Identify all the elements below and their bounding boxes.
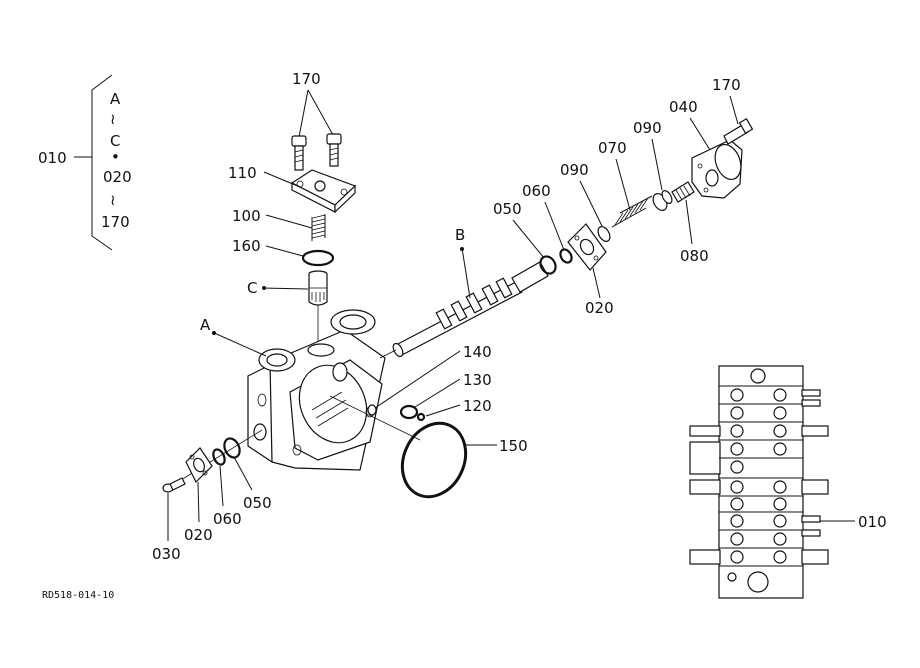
top-cover-assembly: 170 110 100 160 [228, 70, 357, 348]
legend-dot: • [111, 148, 120, 166]
sleeve-C [308, 270, 328, 306]
spring-100 [311, 214, 326, 241]
label-130: 130 [463, 371, 492, 389]
label-120: 120 [463, 397, 492, 415]
label-150: 150 [499, 437, 528, 455]
spool-B [379, 261, 549, 359]
label-060-bottom: 060 [213, 510, 242, 528]
legend-A: A [110, 90, 121, 108]
valve-stack-overview [689, 365, 829, 599]
assembly-bracket-legend: A ≀ C • 020 ≀ 170 010 [38, 74, 132, 251]
bolt-170-a [291, 135, 307, 171]
o-ring-050-bottom [223, 437, 241, 459]
washer-060-top [559, 248, 573, 264]
o-ring-160 [301, 249, 335, 267]
legend-tilde-1: ≀ [110, 110, 116, 128]
label-020-right: 020 [585, 299, 614, 317]
legend-tilde-2: ≀ [110, 191, 116, 209]
label-010-left: 010 [38, 149, 67, 167]
label-170-right: 170 [712, 76, 741, 94]
label-170-top: 170 [292, 70, 321, 88]
stopper-080 [671, 181, 695, 203]
bolt-170-b [326, 133, 342, 167]
valve-body-A [247, 309, 386, 471]
label-160: 160 [232, 237, 261, 255]
drawing-code: RD518-014-10 [42, 590, 114, 601]
label-140: 140 [463, 343, 492, 361]
label-070: 070 [598, 139, 627, 157]
label-B: B [455, 226, 465, 244]
label-040: 040 [669, 98, 698, 116]
seat-090-right [652, 190, 673, 211]
label-050-top: 050 [493, 200, 522, 218]
label-C: C [247, 279, 257, 297]
label-050-bottom: 050 [243, 494, 272, 512]
bracket-line [91, 74, 113, 251]
label-110: 110 [228, 164, 257, 182]
legend-170: 170 [101, 213, 130, 231]
ball-120 [416, 412, 426, 422]
spring-070 [611, 195, 653, 228]
screw-030 [162, 477, 186, 493]
label-100: 100 [232, 207, 261, 225]
legend-020: 020 [103, 168, 132, 186]
label-090-right: 090 [633, 119, 662, 137]
flange-020-right [567, 223, 607, 271]
cap-040 [691, 139, 743, 199]
o-ring-150 [400, 421, 468, 499]
label-030: 030 [152, 545, 181, 563]
washer-060-bottom [212, 448, 226, 466]
seat-090-left [597, 226, 611, 242]
flange-020-bottom [185, 447, 213, 484]
bolt-170-right [723, 117, 754, 145]
label-080: 080 [680, 247, 709, 265]
label-020-bottom: 020 [184, 526, 213, 544]
label-060-top: 060 [522, 182, 551, 200]
label-090-left: 090 [560, 161, 589, 179]
legend-C: C [110, 132, 120, 150]
label-A: A [200, 316, 211, 334]
label-010-right: 010 [858, 513, 887, 531]
o-ring-130 [399, 404, 419, 420]
